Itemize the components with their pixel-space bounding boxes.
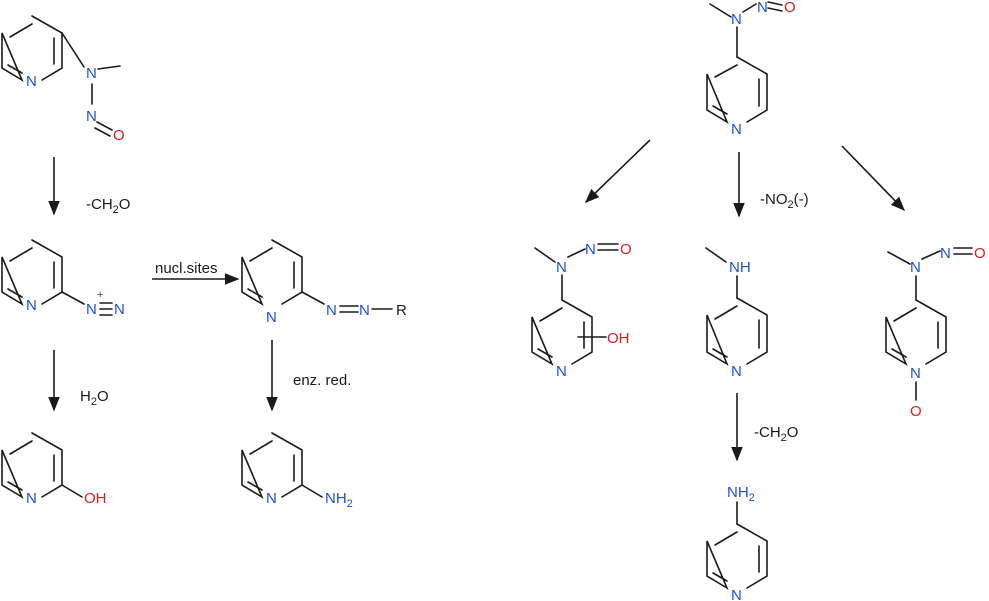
molecule-hydroxylated-nitrosamine: N N O N OH (531, 241, 632, 380)
ring-nitrogen-label: N (26, 490, 37, 507)
nitroso-oxygen-label: O (974, 245, 986, 262)
ring-nitrogen-label: N (556, 363, 567, 380)
ring-nitrogen-label: N (26, 297, 37, 314)
amine-nitrogen-label: N (556, 259, 567, 276)
hydroxyl-label: OH (607, 330, 630, 347)
ring-nitrogen-label: N (26, 73, 37, 90)
molecule-2-aminopyridine: N NH2 (241, 432, 353, 510)
nitroso-nitrogen-label: N (940, 245, 951, 262)
molecule-nitrosamine-n-oxide: N N O N O (885, 245, 986, 420)
ring-nitrogen-label: N (266, 309, 277, 326)
amine-nitrogen-label: N (86, 65, 97, 82)
hydroxyl-label: OH (84, 490, 107, 507)
azo-nitrogen-2-label: N (359, 302, 370, 319)
condition-minus-ch2o-right: -CH2O (754, 424, 798, 444)
positive-charge-label: + (97, 289, 103, 301)
molecule-azo-pyridine: N N N R (241, 239, 407, 326)
molecule-4-nitrosamino-pyridine: N N O N (706, 0, 796, 138)
nitroso-nitrogen-label: N (757, 0, 768, 16)
nitroso-oxygen-label: O (784, 0, 796, 16)
nitroso-oxygen-label: O (620, 241, 632, 258)
condition-nucleophilic-sites: nucl.sites (155, 260, 218, 277)
condition-minus-ch2o-left: -CH2O (86, 196, 130, 216)
r-group-label: R (396, 302, 407, 319)
condition-minus-nitrite: -NO2(-) (760, 191, 809, 211)
nitroso-oxygen-label: O (113, 127, 125, 144)
molecule-4-aminopyridine: NH2 N (706, 484, 768, 601)
n-oxide-oxygen-label: O (910, 403, 922, 420)
molecule-4-methylaminopyridine: NH N (705, 247, 768, 380)
ring-nitrogen-label: N (731, 363, 742, 380)
condition-water: H2O (80, 388, 109, 408)
arrow-to-n-oxide (841, 145, 906, 212)
molecule-2-nitrosamino-pyridine: N N N O (1, 15, 125, 144)
amino-group-label: NH2 (325, 490, 353, 510)
condition-enzymatic-reduction: enz. red. (293, 372, 351, 389)
ring-nitrogen-label: N (731, 587, 742, 601)
diazonium-nitrogen-1-label: N (86, 301, 97, 318)
arrow-to-hydroxylated-product (584, 139, 651, 204)
amine-nitrogen-label: N (910, 259, 921, 276)
ring-nitrogen-label: N (731, 121, 742, 138)
ring-nitrogen-label: N (910, 365, 921, 382)
amino-group-label: NH2 (727, 484, 755, 504)
ring-nitrogen-label: N (266, 490, 277, 507)
molecule-pyridine-diazonium: N N + N (1, 239, 125, 318)
amine-nitrogen-label: N (731, 11, 742, 28)
nitroso-nitrogen-label: N (585, 241, 596, 258)
nitroso-nitrogen-label: N (86, 108, 97, 125)
diazonium-nitrogen-2-label: N (114, 301, 125, 318)
amine-nh-label: NH (729, 259, 751, 276)
azo-nitrogen-1-label: N (326, 302, 337, 319)
molecule-2-hydroxypyridine: N OH (1, 432, 107, 507)
